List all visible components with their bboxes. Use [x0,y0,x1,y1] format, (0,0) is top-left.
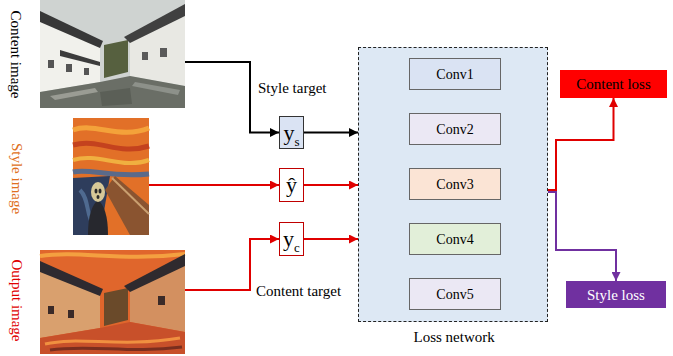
text-group: yc [283,228,300,250]
flow-arrow [149,184,279,186]
conv-layer: Conv4 [409,223,501,255]
content-image: Content image [40,0,185,108]
content-target-box: yc [279,222,304,256]
loss-network: Loss networkConv1Conv2Conv3Conv4Conv5 [358,47,548,322]
box-label: Conv3 [436,177,473,192]
output-photo [40,250,185,354]
text-group: Content loss [576,76,651,92]
variable-subscript: s [294,134,299,149]
conv-layer: Conv3 [409,168,501,200]
text-group: Conv3 [436,176,473,192]
flow-arrow [304,132,358,134]
box-label: Conv1 [436,67,473,82]
image-caption: Content image [7,10,24,98]
flow-arrow [304,238,358,240]
style-target-box: ys [279,116,304,149]
flow-arrow [304,184,358,186]
style-painting [73,118,149,235]
image-caption: Output image [8,259,25,341]
style-image: Style image [73,118,149,235]
text-group: Conv5 [436,286,473,302]
network-caption: Loss network [414,329,495,346]
content-target-label: Content target [256,283,341,300]
variable-symbol: y [283,120,294,145]
text-group: Conv2 [436,121,473,137]
box-label: Content loss [576,76,651,92]
output-image: Output image [40,250,185,354]
conv-layer: Conv2 [409,113,501,145]
flow-arrow [548,98,614,190]
box-label: Conv2 [436,122,473,137]
content-loss-box: Content loss [560,70,667,98]
text-group: Style loss [587,287,645,303]
variable-symbol: ŷ [286,172,297,197]
text-group: Conv4 [436,231,473,247]
box-label: Conv4 [436,232,473,247]
style-target-label: Style target [258,80,326,97]
flow-arrow [185,62,279,133]
style-loss-box: Style loss [566,281,666,308]
flow-arrow [548,192,616,281]
style-feature-box: ŷ [279,168,304,202]
content-photo [40,0,185,108]
image-caption: Style image [8,142,25,213]
conv-layer: Conv1 [409,58,501,90]
box-label: Conv5 [436,287,473,302]
box-label: Style loss [587,287,645,303]
flow-arrow [185,239,279,290]
text-group: ŷ [286,174,297,196]
conv-layer: Conv5 [409,278,501,310]
text-group: ys [283,122,299,144]
variable-symbol: y [283,226,294,251]
text-group: Conv1 [436,66,473,82]
variable-subscript: c [294,240,300,255]
